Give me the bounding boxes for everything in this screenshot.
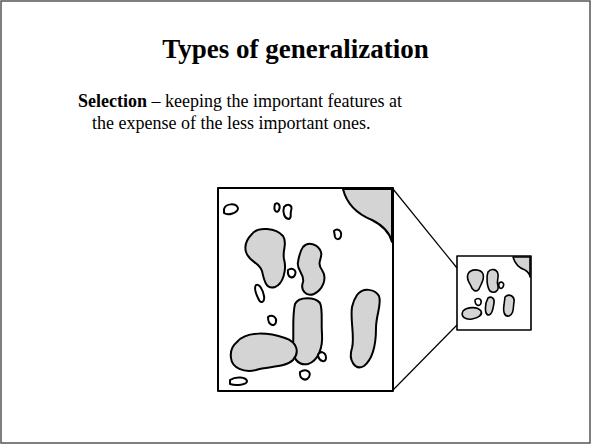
slide-title: Types of generalization [0, 34, 591, 65]
small-map [457, 256, 531, 330]
definition-text: Selection – keeping the important featur… [78, 90, 418, 134]
zoom-lines [393, 189, 457, 390]
large-map [218, 188, 393, 391]
term-label: Selection [78, 91, 147, 111]
